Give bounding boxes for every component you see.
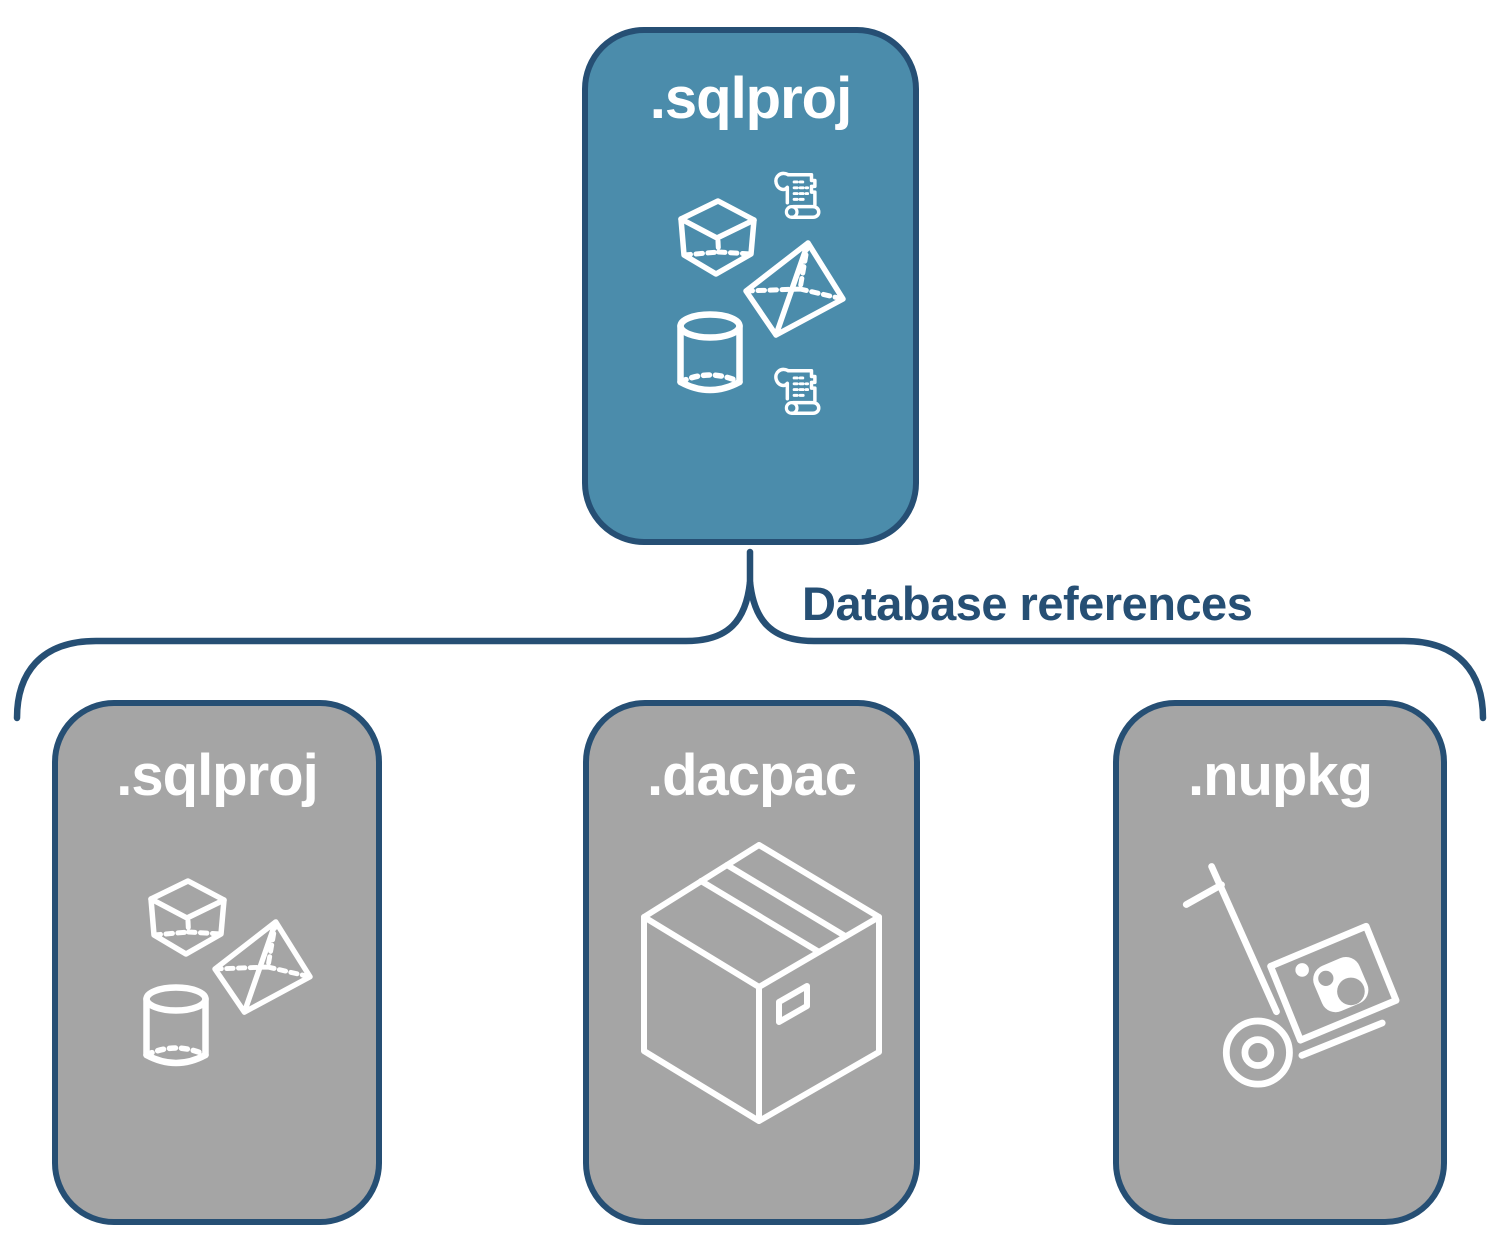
child-card-sqlproj: .sqlproj [52, 700, 382, 1225]
pyramid-icon [743, 240, 846, 338]
cylinder-icon [143, 984, 209, 1067]
scroll-icon [774, 171, 821, 220]
cube-icon [148, 878, 227, 957]
scroll-icon [774, 367, 821, 416]
child-card-label: .sqlproj [116, 743, 318, 808]
root-card-sqlproj: .sqlproj [582, 27, 919, 545]
child-card-label: .dacpac [647, 743, 857, 808]
nuget-hand-truck-icon [1182, 863, 1400, 1088]
child-card-label: .nupkg [1187, 743, 1373, 808]
child-card-dacpac: .dacpac [583, 700, 920, 1225]
child-card-nupkg: .nupkg [1113, 700, 1447, 1225]
cylinder-icon [677, 311, 743, 394]
package-box-icon [641, 842, 882, 1124]
pyramid-icon [212, 919, 313, 1015]
cube-icon [678, 198, 757, 277]
connector-label: Database references [802, 577, 1253, 630]
root-card-label: .sqlproj [649, 66, 852, 131]
